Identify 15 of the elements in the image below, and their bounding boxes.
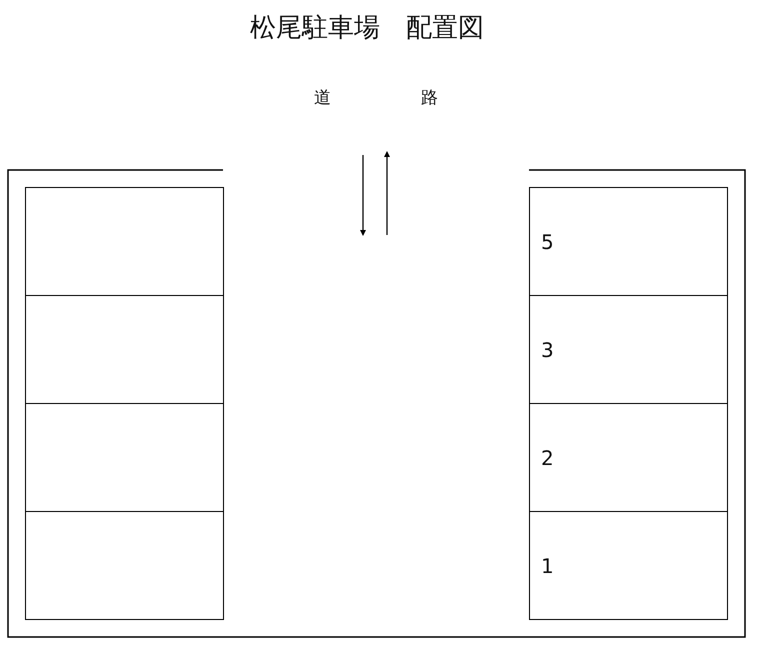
space-number: 5 [541,232,554,252]
parking-space [25,187,224,296]
parking-space [25,511,224,620]
space-number: 3 [541,340,554,360]
parking-space [529,187,728,296]
parking-space [529,403,728,512]
space-number: 1 [541,556,554,576]
parking-space [529,511,728,620]
road-label: 道 [314,90,331,107]
parking-space [25,403,224,512]
parking-space [529,295,728,404]
road-label: 路 [421,90,438,107]
space-number: 2 [541,448,554,468]
parking-space [25,295,224,404]
title: 松尾駐車場 配置図 [249,12,485,45]
